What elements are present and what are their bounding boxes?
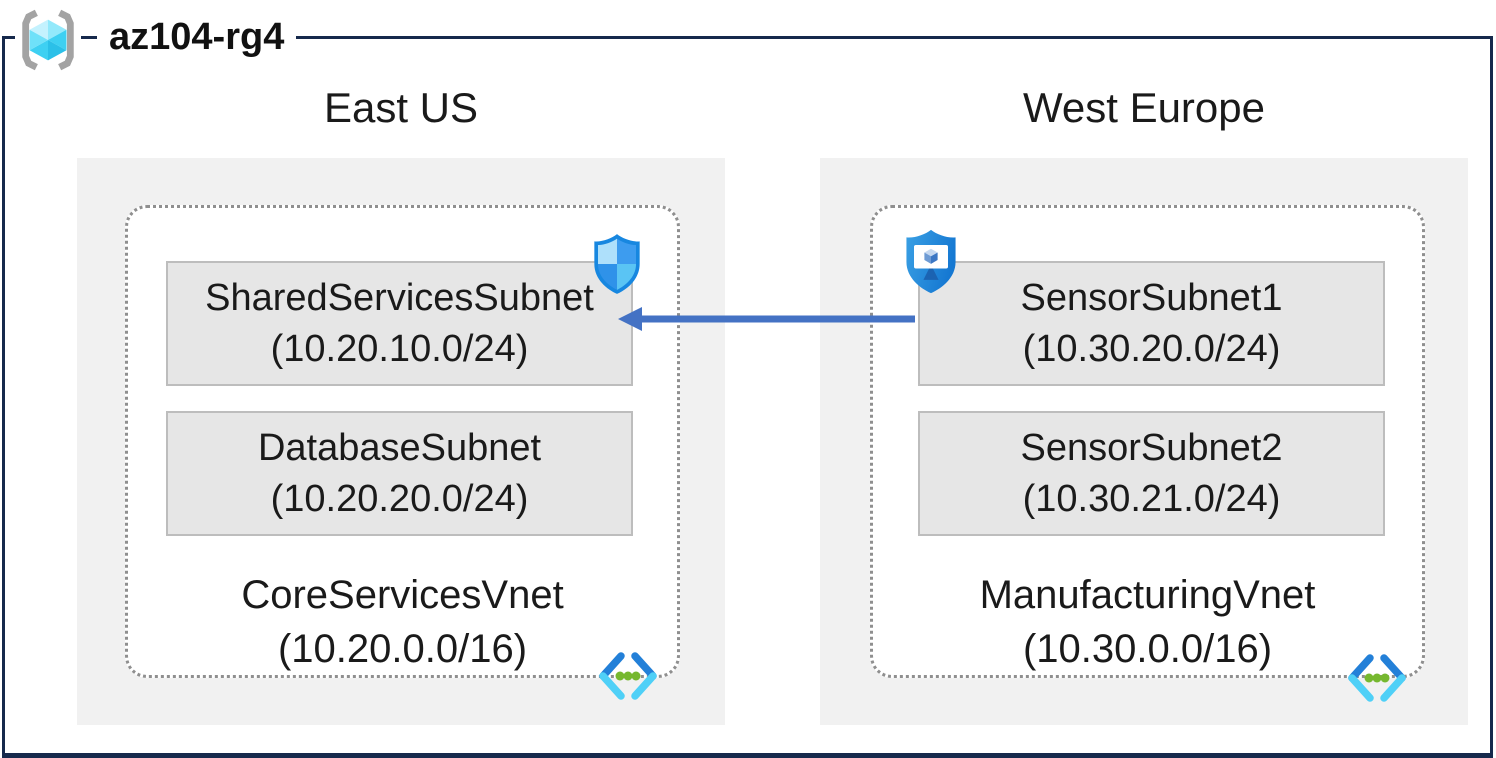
vnet-manufacturing: SensorSubnet1 (10.30.20.0/24) SensorSubn… [870,205,1425,702]
vnet-name: CoreServicesVnet [241,573,564,617]
subnet-sensor1: SensorSubnet1 (10.30.20.0/24) [918,261,1385,386]
network-security-group-shield-icon [594,234,640,294]
connection-arrow [618,307,915,331]
subnet-name: DatabaseSubnet [257,426,542,469]
subnet-database: DatabaseSubnet (10.20.20.0/24) [166,411,633,536]
subnet-cidr: (10.30.20.0/24) [1022,327,1281,370]
vnet-coreservices: SharedServicesSubnet (10.20.10.0/24) Dat… [125,205,680,700]
resource-group-icon [15,7,81,73]
subnet-cidr: (10.20.10.0/24) [270,327,529,370]
subnet-cidr: (10.30.21.0/24) [1022,477,1281,520]
resource-group-frame [2,36,1493,758]
vnet-name: ManufacturingVnet [979,573,1316,617]
region-west-europe: SensorSubnet1 (10.30.20.0/24) SensorSubn… [820,158,1468,725]
region-label-west-europe: West Europe [1022,84,1265,131]
subnet-name: SharedServicesSubnet [205,276,594,319]
region-label-east-us: East US [323,84,479,131]
virtual-network-icon [599,652,657,700]
application-security-group-shield-icon [906,229,956,294]
vnet-cidr: (10.20.0.0/16) [277,627,528,671]
vnet-label-coreservices: CoreServicesVnet (10.20.0.0/16) [128,568,677,676]
subnet-sensor2: SensorSubnet2 (10.30.21.0/24) [918,411,1385,536]
subnet-name: SensorSubnet2 [1020,426,1283,469]
subnet-name: SensorSubnet1 [1020,276,1283,319]
vnet-cidr: (10.30.0.0/16) [1022,627,1273,671]
resource-group-title: az104-rg4 [97,13,297,61]
subnet-cidr: (10.20.20.0/24) [270,477,529,520]
region-east-us: SharedServicesSubnet (10.20.10.0/24) Dat… [77,158,725,725]
vnet-label-manufacturing: ManufacturingVnet (10.30.0.0/16) [873,568,1422,676]
subnet-sharedservices: SharedServicesSubnet (10.20.10.0/24) [166,261,633,386]
virtual-network-icon [1348,654,1406,702]
